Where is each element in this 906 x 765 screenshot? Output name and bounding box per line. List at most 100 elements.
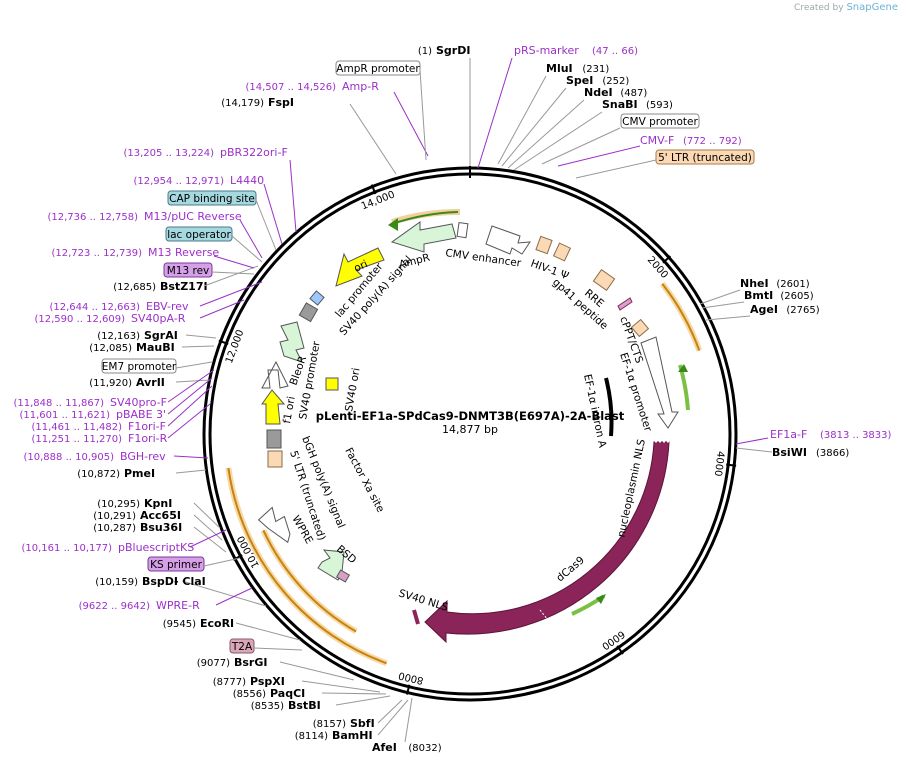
credit-label: Created by SnapGene <box>794 2 898 13</box>
site-BstBI-pos: (8535) <box>251 701 284 712</box>
primer-pRS-marker-range: (47 .. 66) <box>592 46 638 57</box>
box-5 <box>163 262 213 278</box>
snapgene-brand: SnapGene <box>846 2 898 13</box>
hiv-psi-box-1 <box>535 235 553 255</box>
primer-WPRE-R-range: (9622 .. 9642) <box>79 601 151 612</box>
site-BspDI-pos: (10,159) <box>95 577 138 588</box>
leader-line <box>513 111 603 171</box>
cmv-promoter-box <box>456 221 469 239</box>
cppt-box <box>630 318 650 338</box>
tick-label: 6000 <box>599 628 626 652</box>
site-BmtI: BmtI <box>744 289 773 302</box>
f1-ori-arrow <box>261 389 286 425</box>
box-2 <box>655 149 755 165</box>
primer-Amp-R: Amp-R <box>342 80 379 93</box>
primer-M13 Reverse: M13 Reverse <box>148 246 219 259</box>
leader-line <box>203 265 259 287</box>
label-ampr: AmpR <box>398 252 431 271</box>
label-factor-xa: Factor Xa site <box>342 446 386 515</box>
leader-line <box>541 127 621 165</box>
site-KpnI-pos: (10,295) <box>97 499 140 510</box>
label-sv40-nls: SV40 NLS <box>397 587 450 613</box>
orange-arc-inner-line <box>262 529 357 633</box>
leader-line <box>213 255 255 269</box>
primer-L4440: L4440 <box>230 174 264 187</box>
leader-line <box>701 301 745 309</box>
site-PspXI: PspXI <box>250 675 285 688</box>
box-7 <box>147 556 205 572</box>
site-BstBI: BstBI <box>288 699 321 712</box>
site-SpeI-pos: (252) <box>602 76 629 87</box>
tick-label: 4000 <box>712 450 726 477</box>
site-FspI-pos: (14,179) <box>221 98 264 109</box>
sv40-nls-mark <box>412 609 420 625</box>
label-f1-ori: f1 ori <box>281 395 298 424</box>
primer-BGH-rev-range: (10,888 .. 10,905) <box>24 452 115 463</box>
bleor-arrow <box>279 321 305 363</box>
leader-line <box>181 345 215 348</box>
lac-promoter-box <box>298 302 319 323</box>
site-PmeI-pos: (10,872) <box>77 469 120 480</box>
primer-M13/pUC Reverse-range: (12,736 .. 12,758) <box>48 212 139 223</box>
orange-feature-arcs <box>225 281 703 667</box>
site-BstZ17I-pos: (12,685) <box>113 282 156 293</box>
site-PaqCI-pos: (8556) <box>233 689 266 700</box>
site-Acc65I-pos: (10,291) <box>93 511 136 522</box>
gp41-peptide <box>617 297 633 311</box>
tick-mark <box>662 255 672 264</box>
site-SpeI: SpeI <box>566 74 593 87</box>
leader-line <box>557 145 641 167</box>
leader-line <box>477 57 513 169</box>
leader-line <box>419 69 427 161</box>
primer-pBluescriptKS-range: (10,161 .. 10,177) <box>22 543 113 554</box>
leader-line <box>193 514 223 541</box>
hiv-psi-box-2 <box>552 242 572 262</box>
leader-line <box>575 159 657 179</box>
box-6 <box>101 358 177 374</box>
tick-label: 2000 <box>645 255 670 281</box>
leader-line <box>263 183 283 245</box>
label-ori: ori <box>352 258 369 275</box>
leader-line <box>185 334 217 339</box>
leader-line <box>289 159 297 233</box>
leader-line <box>705 315 751 321</box>
site-AgeI: AgeI <box>750 303 778 316</box>
box-8 <box>229 638 255 654</box>
site-AvrII-pos: (11,920) <box>89 378 132 389</box>
label-hiv-psi: HIV-1 Ψ <box>529 258 570 283</box>
leader-line <box>501 87 567 167</box>
leader-line <box>231 235 263 263</box>
site-ClaI: - ClaI <box>174 575 206 588</box>
f1-ori-grey <box>266 429 282 449</box>
site-BspDI: BspDI <box>142 575 178 588</box>
primer-F1ori-R-range: (11,251 .. 11,270) <box>32 434 123 445</box>
orange-arc-ef1a-line <box>661 283 701 351</box>
leader-line <box>699 289 741 305</box>
dcas9-green-arrowhead <box>596 594 606 604</box>
plasmid-length: 14,877 bp <box>442 423 498 436</box>
leader-line <box>211 271 255 275</box>
site-AfeI: AfeI <box>372 741 397 754</box>
site-PspXI-pos: (8777) <box>213 677 246 688</box>
site-Bsu36I-pos: (10,287) <box>93 523 136 534</box>
site-SnaBI: SnaBI <box>602 98 638 111</box>
primer-F1ori-F-range: (11,461 .. 11,482) <box>32 422 123 433</box>
primer-SV40pro-F: SV40pro-F <box>110 396 167 409</box>
site-EcoRI-pos: (9545) <box>163 619 196 630</box>
leader-line <box>203 557 241 567</box>
site-MluI: MluI <box>546 62 573 75</box>
box-0 <box>335 60 421 76</box>
box-4 <box>165 226 233 242</box>
leader-line <box>393 91 429 157</box>
site-NdeI-pos: (487) <box>620 88 647 99</box>
primer-CMV-F: CMV-F <box>640 134 674 147</box>
plasmid-name: pLenti-EF1a-SPdCas9-DNMT3B(E697A)-2A-Bla… <box>316 409 625 423</box>
site-SbfI-pos: (8157) <box>313 719 346 730</box>
wpre-arrow <box>257 506 291 544</box>
credit-prefix: Created by <box>794 3 844 13</box>
dcas9-arrow <box>424 441 670 644</box>
primer-pBR322ori-F-range: (13,205 .. 13,224) <box>124 148 215 159</box>
box-label: KS primer <box>150 559 202 571</box>
orange-arc-f1-line <box>227 467 245 526</box>
